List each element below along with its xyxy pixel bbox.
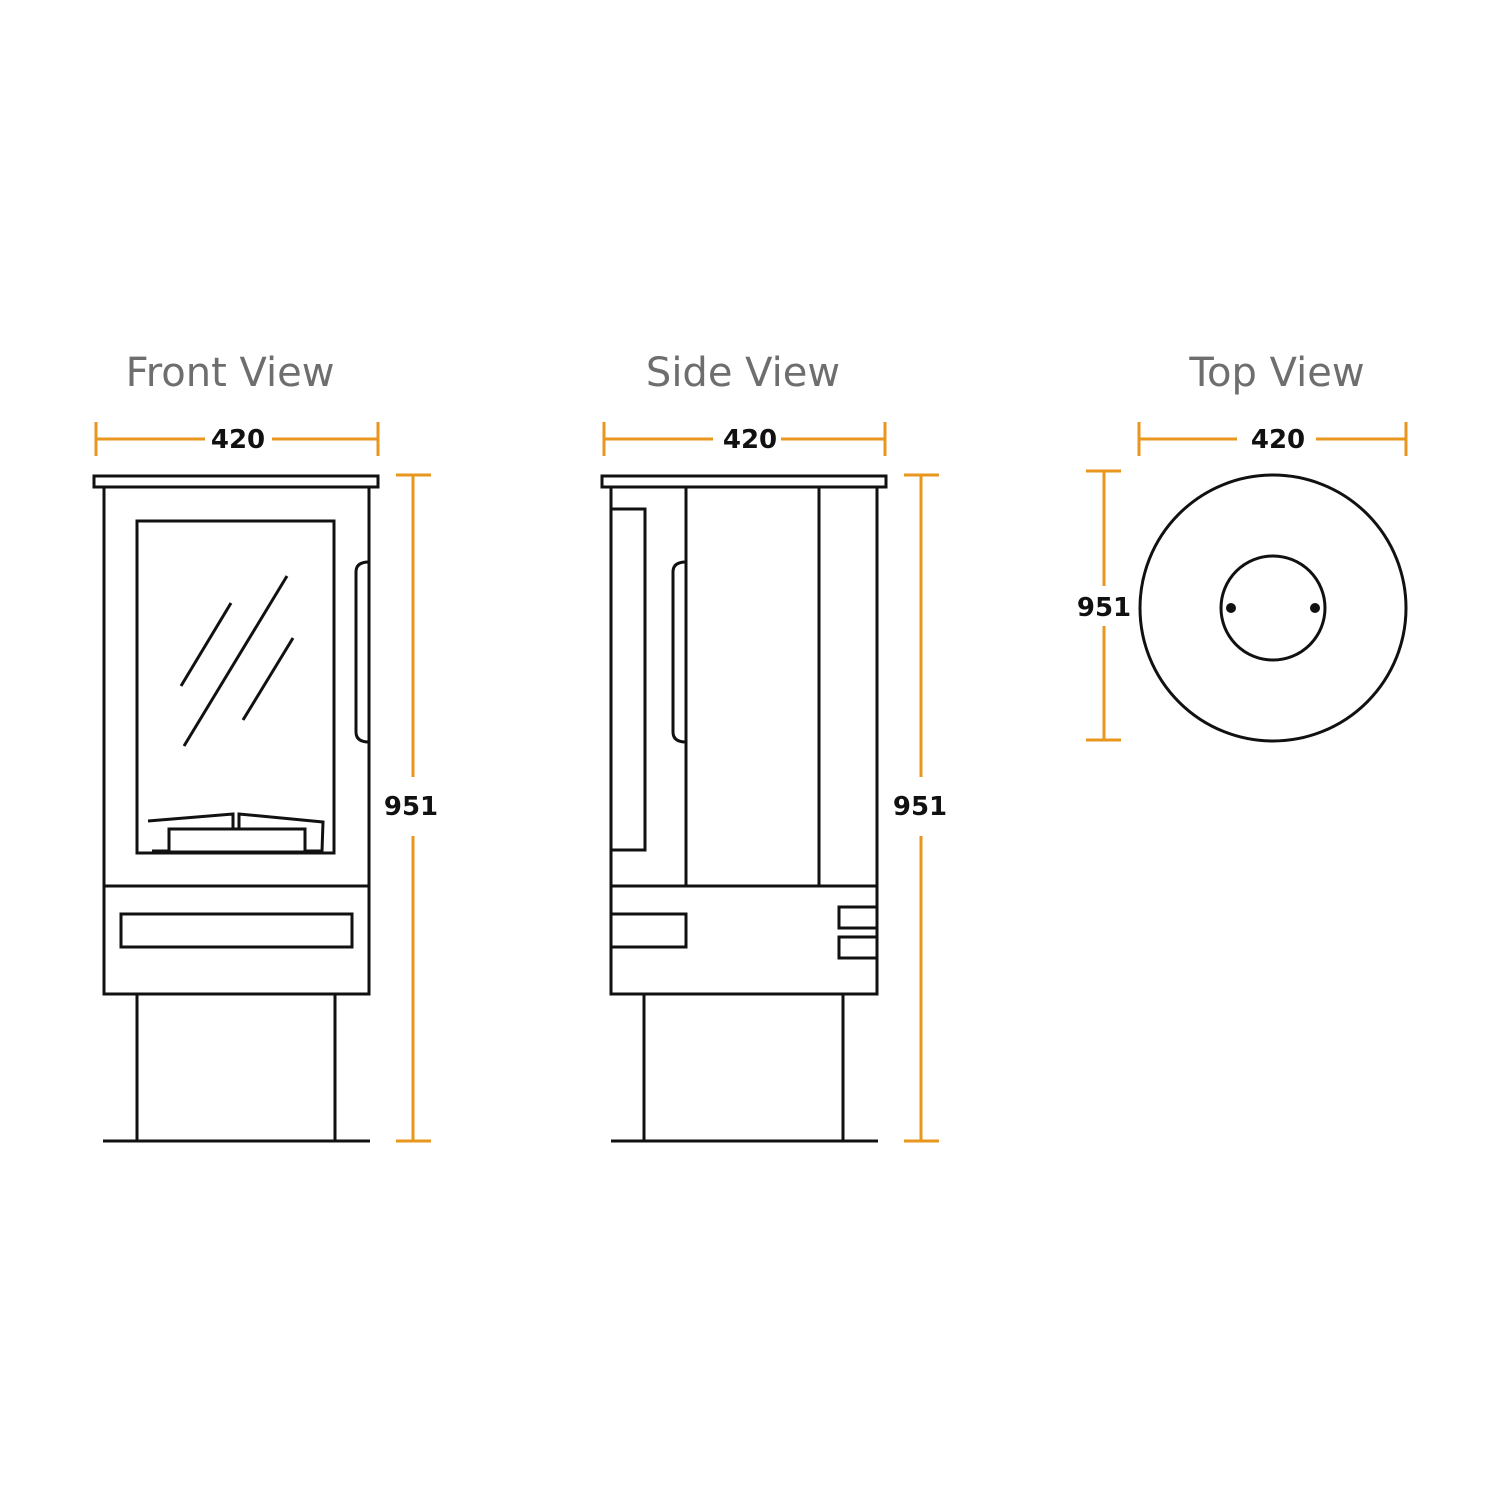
top-width-dimension: 420	[1137, 422, 1408, 456]
side-width-dimension: 420	[602, 422, 887, 456]
top-height-label: 951	[1077, 593, 1131, 623]
glass-door	[135, 519, 336, 855]
side-width-label: 420	[723, 425, 777, 455]
flue-outlet	[1219, 554, 1327, 662]
pedestal	[135, 992, 337, 1143]
side-height-dimension: 951	[893, 473, 947, 1143]
top-view-title: Top View	[1188, 350, 1364, 396]
side-view-title: Side View	[646, 350, 840, 396]
front-height-label: 951	[384, 792, 438, 822]
side-height-label: 951	[893, 792, 947, 822]
top-view: Top View 420 951	[1077, 350, 1408, 743]
top-stove-outline	[1138, 473, 1408, 743]
front-width-label: 420	[211, 425, 265, 455]
front-view-title: Front View	[126, 350, 335, 396]
top-height-dimension: 951	[1077, 469, 1131, 742]
top-width-label: 420	[1251, 425, 1305, 455]
side-stove-outline	[600, 474, 888, 1143]
door-handle	[354, 560, 370, 744]
log-set	[147, 812, 325, 853]
side-view: Side View 420 951	[600, 350, 947, 1143]
front-height-dimension: 951	[384, 473, 438, 1143]
front-stove-outline	[92, 474, 380, 1143]
ash-drawer	[119, 912, 354, 949]
front-width-dimension: 420	[94, 422, 380, 456]
front-view: Front View 420 951	[92, 350, 438, 1143]
